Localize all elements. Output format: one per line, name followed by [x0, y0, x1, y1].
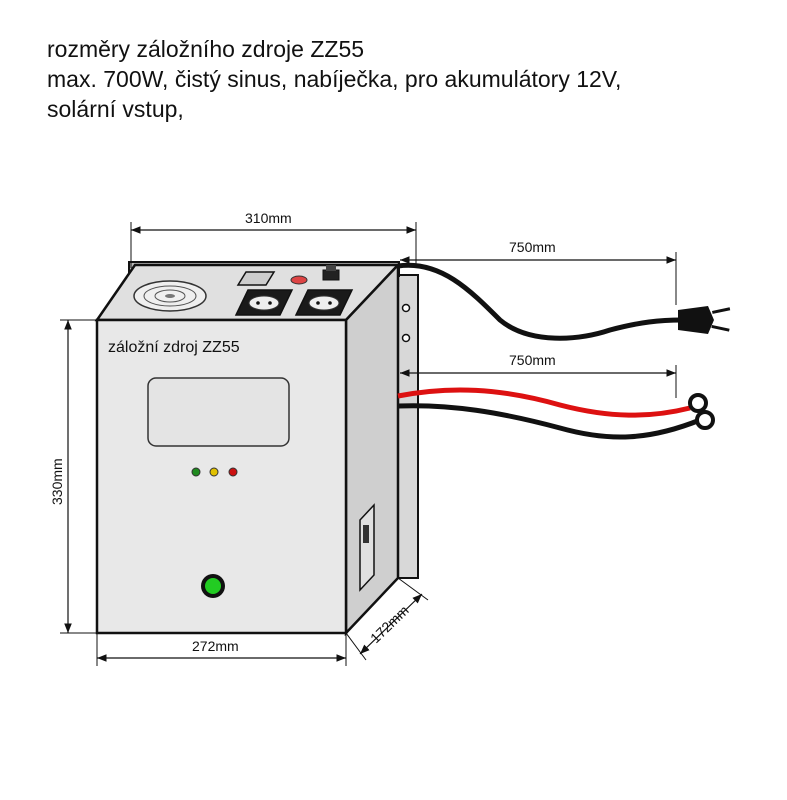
heading-line-3: solární vstup,	[47, 96, 184, 122]
dimension-line-depth	[359, 593, 423, 655]
side-switch[interactable]	[359, 503, 375, 592]
heading-line-1-text: rozměry záložního zdroje	[47, 36, 311, 62]
battery-cable-positive	[397, 387, 691, 418]
heading-line-1: rozměry záložního zdroje ZZ55	[47, 34, 621, 64]
heading: rozměry záložního zdroje ZZ55 max. 700W,…	[47, 34, 621, 124]
ring-terminal-icon	[688, 393, 708, 413]
power-cable	[397, 262, 683, 341]
outlet-2	[294, 289, 354, 316]
extension-line	[397, 577, 429, 601]
led-red-icon	[228, 467, 238, 477]
outlet-1	[234, 289, 294, 316]
ring-terminal-icon	[695, 410, 715, 430]
plug-icon	[678, 306, 731, 334]
led-yellow-icon	[209, 467, 219, 477]
power-switch-top[interactable]	[322, 265, 340, 281]
mounting-hole-icon	[401, 333, 411, 343]
heading-line-2: max. 700W, čistý sinus, nabíječka, pro a…	[47, 66, 622, 92]
front-label: záložní zdroj ZZ55	[108, 339, 240, 356]
dimension-label-width-top: 310mm	[245, 210, 292, 226]
dimension-label-cable-battery: 750mm	[509, 352, 556, 368]
indicator-top-icon	[290, 275, 308, 285]
dimension-label-cable-power: 750mm	[509, 239, 556, 255]
led-green-icon	[191, 467, 201, 477]
mounting-hole-icon	[401, 303, 411, 313]
fuse-holder	[236, 271, 276, 286]
battery-cable-negative	[397, 403, 701, 440]
mounting-plate	[397, 274, 419, 579]
dimension-label-width-front: 272mm	[192, 638, 239, 654]
dimension-label-height: 330mm	[49, 458, 65, 505]
fan-icon	[133, 280, 207, 312]
heading-model: ZZ55	[310, 36, 365, 62]
power-button[interactable]	[201, 574, 225, 598]
display-window	[147, 377, 290, 447]
extension-line	[345, 632, 367, 661]
dimension-label-depth: 172mm	[367, 602, 412, 646]
